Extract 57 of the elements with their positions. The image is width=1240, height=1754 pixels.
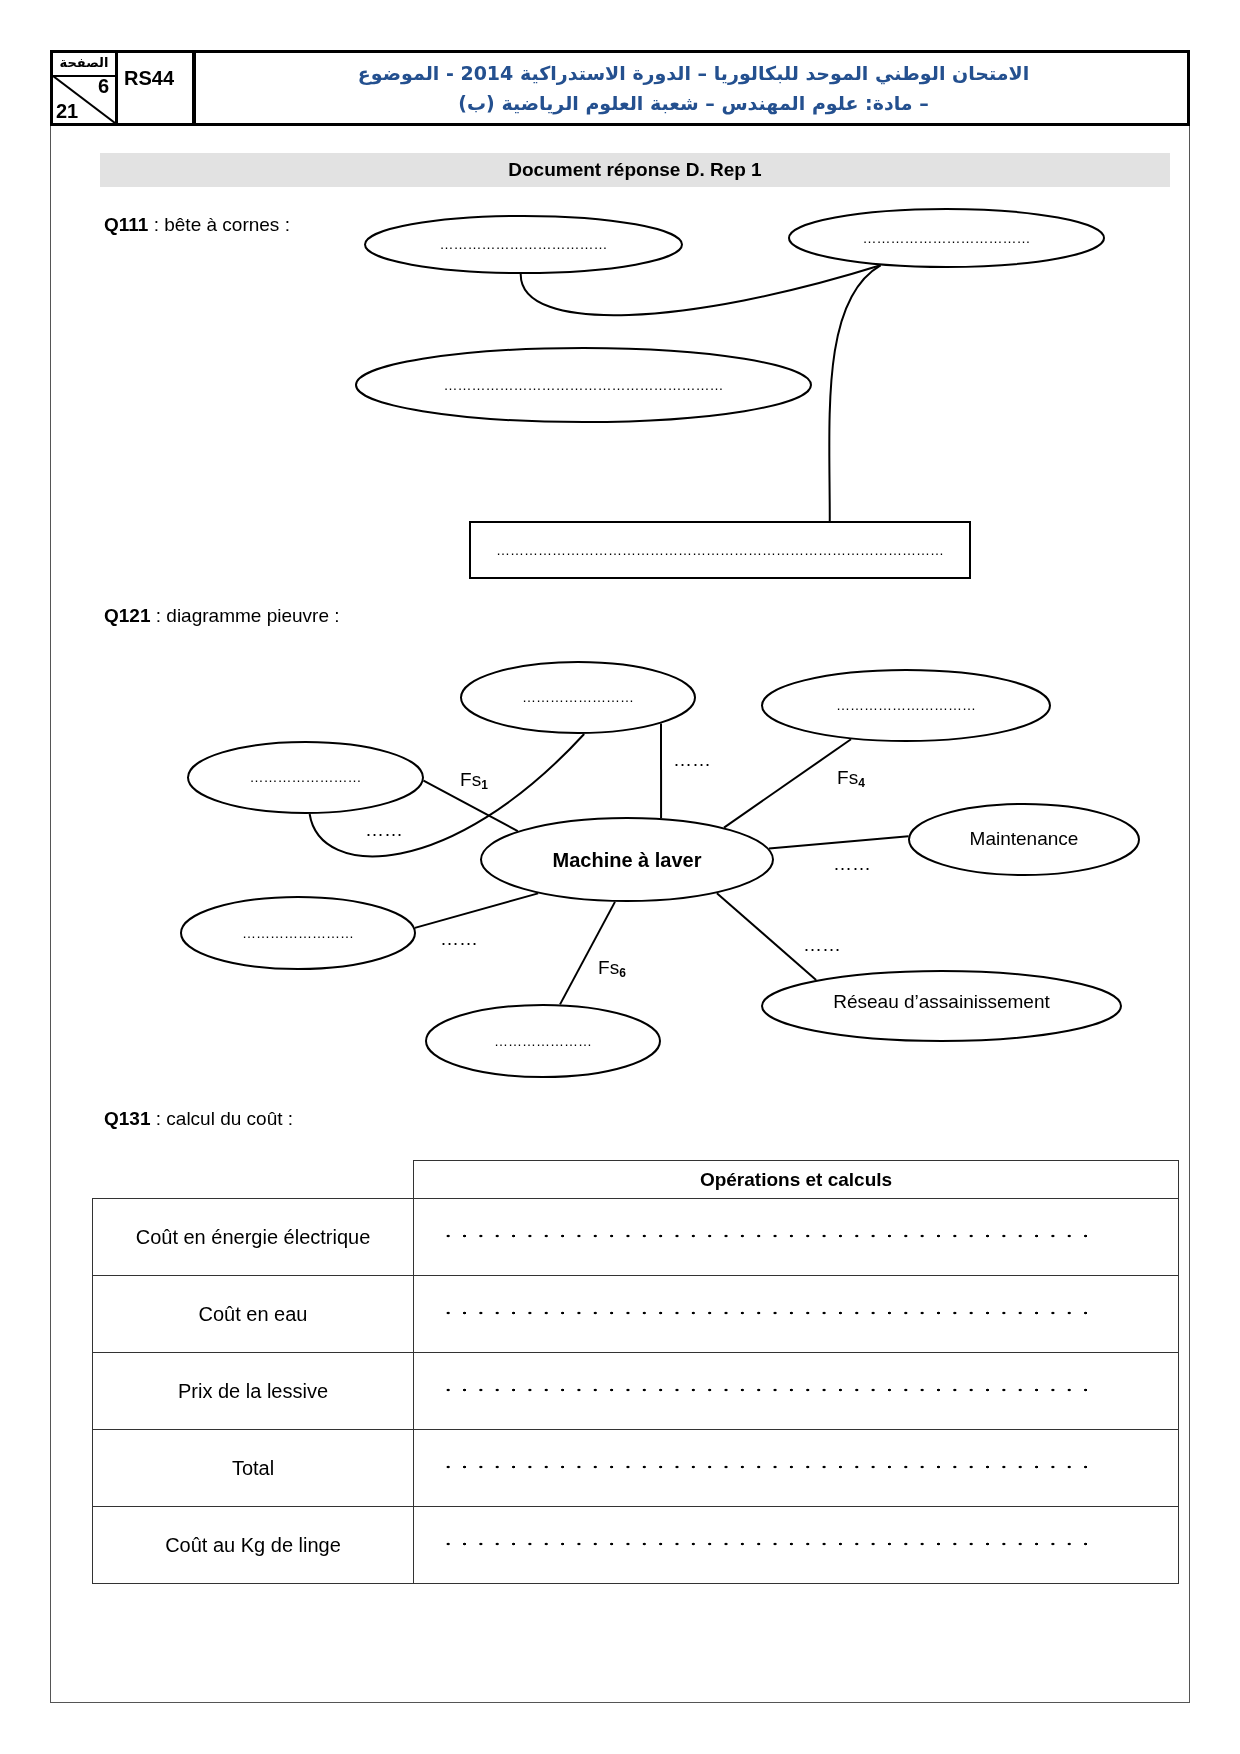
subject-code: RS44 [124,66,175,90]
oval-node [180,896,416,970]
oval-node [355,347,812,423]
row-label: Total [92,1429,414,1507]
node-label: Réseau d’assainissement [833,990,1050,1014]
connector-line [715,892,818,982]
oval-node [364,215,683,274]
page-word: الصفحة [58,54,110,72]
question-label: Q111 : bête à cornes : [104,213,290,237]
oval-node [761,669,1051,742]
oval-node [187,741,424,814]
edge-label: …… [673,749,711,771]
question-label: Q121 : diagramme pieuvre : [104,604,340,628]
row-label: Prix de la lessive [92,1352,414,1430]
dotted-blank: …………………… [242,924,354,942]
edge-label: …… [833,853,871,875]
dotted-blank: …………………………………………………………………………………… [496,541,944,559]
dotted-blank: …………………… [522,689,634,706]
dotted-blank: …………………… [249,769,362,786]
edge-label: Fs$_{4}$ [837,766,865,792]
column-header: Opérations et calculs [413,1160,1179,1199]
edge-label: …… [440,928,478,950]
rectangle-node [469,521,971,579]
curved-connector [828,264,882,522]
oval-node [788,208,1105,268]
row-label: Coût en eau [92,1275,414,1353]
curved-connector [308,732,586,858]
row-label: Coût en énergie électrique [92,1198,414,1276]
dotted-blank: …………………………………………………… [443,376,724,394]
connector-line [768,835,910,850]
question-label: Q131 : calcul du coût : [104,1107,294,1131]
node-label: Machine à laver [552,847,702,872]
connector-line [723,738,852,829]
row-label: Coût au Kg de linge [92,1506,414,1584]
connector-line [413,892,540,929]
oval-node [480,817,774,902]
edge-label: Fs$_{6}$ [598,956,626,982]
connector-line [660,722,663,820]
page-number: 6 [97,75,109,97]
oval-node [460,661,696,734]
title-band: Document réponse D. Rep 1 [100,153,1170,187]
oval-node [761,970,1122,1042]
exam-title-line: الامتحان الوطني الموحد للبكالوريا – الدورة الاستدراكية 2014 - الموضوع [357,61,1030,86]
dotted-blank: ………………………… [836,697,976,714]
edge-label: Fs$_{1}$ [460,768,488,794]
oval-node [908,803,1140,876]
exam-title-line: – مادة: علوم المهندس – شعبة العلوم الرياضية (ب) [458,91,929,116]
dotted-blank: ……………………………… [862,229,1031,247]
edge-label: …… [365,819,403,841]
connector-line [559,900,616,1006]
page-count: 21 [56,100,79,122]
oval-node [425,1004,661,1078]
edge-label: …… [803,934,841,956]
dotted-blank: ………………… [494,1032,592,1050]
connector-line [422,779,519,833]
dotted-blank: ……………………………… [439,236,608,253]
node-label: Maintenance [969,828,1079,851]
